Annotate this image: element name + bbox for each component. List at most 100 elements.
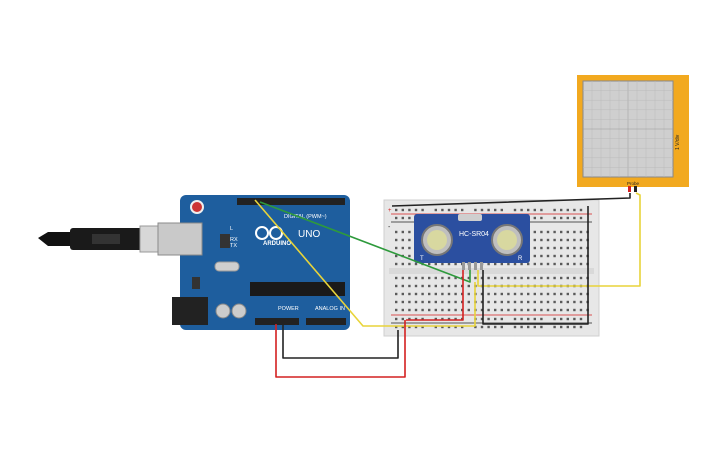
breadboard-hole[interactable] [553, 208, 556, 212]
breadboard-hole[interactable] [573, 325, 576, 329]
breadboard-hole[interactable] [401, 216, 404, 220]
breadboard-hole[interactable] [454, 300, 457, 304]
breadboard-hole[interactable] [434, 308, 437, 312]
arduino-board[interactable]: DIGITAL (PWM~) TX RX L ARDUINO UNO POWER… [157, 195, 350, 330]
breadboard-hole[interactable] [513, 300, 517, 304]
breadboard-hole[interactable] [527, 325, 530, 329]
usb-port[interactable] [157, 222, 203, 256]
breadboard-hole[interactable] [527, 300, 530, 304]
breadboard-hole[interactable] [494, 262, 497, 266]
breadboard-hole[interactable] [494, 317, 497, 321]
breadboard-hole[interactable] [566, 246, 569, 250]
breadboard-hole[interactable] [533, 246, 536, 250]
breadboard-hole[interactable] [401, 300, 404, 304]
hc-sr04-sensor[interactable]: HC-SR04 T R [414, 214, 530, 270]
breadboard-hole[interactable] [540, 216, 543, 220]
breadboard-hole[interactable] [573, 308, 576, 312]
breadboard-hole[interactable] [474, 276, 477, 280]
breadboard-hole[interactable] [401, 325, 404, 329]
breadboard-hole[interactable] [401, 230, 404, 234]
breadboard-hole[interactable] [408, 246, 411, 250]
breadboard-hole[interactable] [500, 262, 503, 266]
breadboard-hole[interactable] [395, 262, 398, 266]
breadboard-hole[interactable] [553, 246, 556, 250]
breadboard-hole[interactable] [395, 246, 398, 250]
breadboard-hole[interactable] [480, 276, 484, 280]
breadboard-hole[interactable] [566, 300, 569, 304]
breadboard-hole[interactable] [447, 208, 451, 212]
breadboard-hole[interactable] [527, 208, 530, 212]
breadboard-hole[interactable] [566, 230, 569, 234]
breadboard-hole[interactable] [573, 208, 576, 212]
wire-black-gnd[interactable] [282, 324, 399, 359]
breadboard-hole[interactable] [441, 208, 444, 212]
breadboard-hole[interactable] [520, 317, 523, 321]
breadboard-hole[interactable] [441, 300, 444, 304]
breadboard-hole[interactable] [401, 208, 404, 212]
breadboard-hole[interactable] [500, 308, 503, 312]
breadboard-hole[interactable] [500, 292, 503, 296]
breadboard-hole[interactable] [560, 292, 563, 296]
breadboard-hole[interactable] [520, 325, 523, 329]
breadboard-hole[interactable] [540, 300, 543, 304]
breadboard-hole[interactable] [434, 317, 437, 321]
breadboard-hole[interactable] [395, 308, 398, 312]
breadboard-hole[interactable] [507, 300, 510, 304]
breadboard-hole[interactable] [579, 300, 583, 304]
breadboard-hole[interactable] [553, 238, 556, 242]
breadboard-hole[interactable] [546, 276, 550, 280]
breadboard-hole[interactable] [461, 325, 464, 329]
breadboard-hole[interactable] [579, 317, 583, 321]
breadboard-hole[interactable] [480, 325, 484, 329]
breadboard-hole[interactable] [421, 276, 424, 280]
wire-black-gnd-bb[interactable] [482, 206, 589, 325]
breadboard-hole[interactable] [421, 317, 424, 321]
breadboard-hole[interactable] [428, 308, 431, 312]
breadboard-hole[interactable] [527, 317, 530, 321]
breadboard-hole[interactable] [401, 308, 404, 312]
scope-probe-pos[interactable] [628, 186, 631, 192]
breadboard-hole[interactable] [401, 262, 404, 266]
breadboard-hole[interactable] [454, 276, 457, 280]
breadboard-hole[interactable] [546, 246, 550, 250]
breadboard-hole[interactable] [414, 300, 418, 304]
breadboard-hole[interactable] [421, 284, 424, 288]
breadboard-hole[interactable] [500, 276, 503, 280]
breadboard-hole[interactable] [441, 325, 444, 329]
breadboard-hole[interactable] [546, 254, 550, 258]
breadboard-hole[interactable] [401, 317, 404, 321]
breadboard-hole[interactable] [487, 300, 490, 304]
breadboard-hole[interactable] [540, 308, 543, 312]
breadboard-hole[interactable] [395, 238, 398, 242]
breadboard-hole[interactable] [494, 308, 497, 312]
breadboard-hole[interactable] [414, 292, 418, 296]
breadboard-hole[interactable] [421, 325, 424, 329]
breadboard-hole[interactable] [566, 208, 569, 212]
breadboard-hole[interactable] [553, 276, 556, 280]
breadboard-hole[interactable] [395, 284, 398, 288]
breadboard-hole[interactable] [434, 325, 437, 329]
breadboard-hole[interactable] [579, 308, 583, 312]
breadboard-hole[interactable] [540, 317, 543, 321]
breadboard-hole[interactable] [467, 284, 470, 288]
breadboard-hole[interactable] [533, 238, 536, 242]
breadboard-hole[interactable] [414, 276, 418, 280]
breadboard-hole[interactable] [513, 208, 517, 212]
breadboard-hole[interactable] [560, 238, 563, 242]
breadboard-hole[interactable] [560, 325, 563, 329]
breadboard-hole[interactable] [447, 284, 451, 288]
breadboard-hole[interactable] [414, 284, 418, 288]
breadboard-hole[interactable] [395, 292, 398, 296]
breadboard-hole[interactable] [579, 262, 583, 266]
breadboard-hole[interactable] [395, 276, 398, 280]
breadboard-hole[interactable] [507, 262, 510, 266]
breadboard-hole[interactable] [500, 300, 503, 304]
breadboard-hole[interactable] [533, 208, 536, 212]
breadboard-hole[interactable] [573, 276, 576, 280]
breadboard-hole[interactable] [513, 262, 517, 266]
breadboard-hole[interactable] [401, 292, 404, 296]
breadboard-hole[interactable] [441, 276, 444, 280]
breadboard-hole[interactable] [533, 300, 536, 304]
breadboard-hole[interactable] [579, 325, 583, 329]
